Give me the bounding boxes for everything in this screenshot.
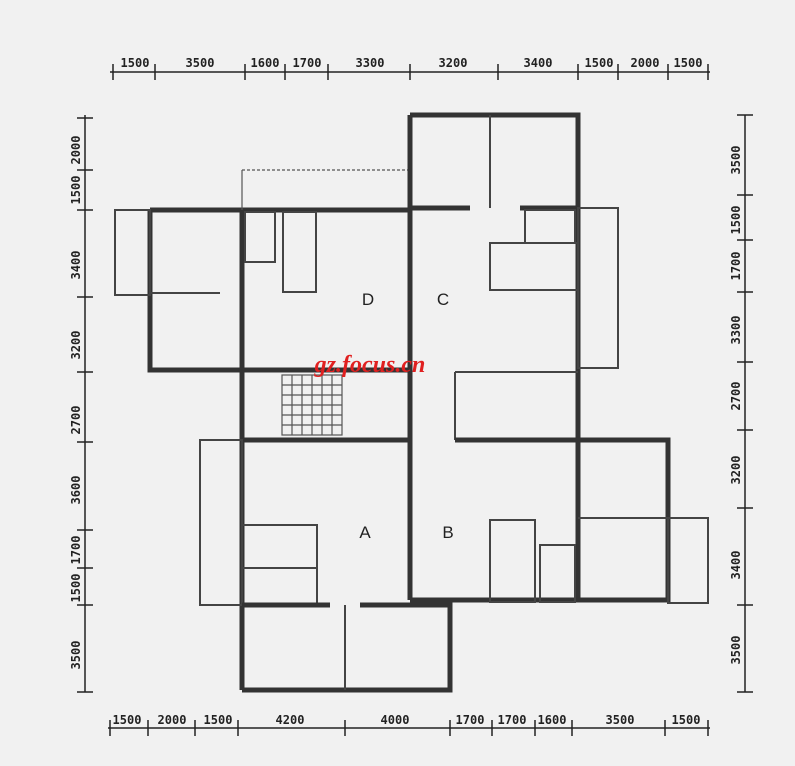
top-dimensions: 1500 3500 1600 1700 3300 3200 3400 1500 … <box>121 56 703 70</box>
dim-label: 3300 <box>356 56 385 70</box>
dim-label: 1500 <box>113 713 142 727</box>
unit-label-d: D <box>362 290 374 309</box>
dim-label: 3600 <box>69 476 83 505</box>
dim-label: 1500 <box>674 56 703 70</box>
dim-label: 1500 <box>585 56 614 70</box>
dim-label: 1600 <box>538 713 567 727</box>
dimension-ticks <box>77 64 753 736</box>
left-dimensions: 2000 1500 3400 3200 2700 3600 1700 1500 … <box>69 136 83 670</box>
unit-label-c: C <box>437 290 449 309</box>
dim-label: 3200 <box>439 56 468 70</box>
dim-label: 1700 <box>498 713 527 727</box>
dim-label: 3500 <box>69 641 83 670</box>
dim-label: 3500 <box>186 56 215 70</box>
dim-label: 1700 <box>729 252 743 281</box>
dim-label: 3500 <box>606 713 635 727</box>
dim-label: 1700 <box>293 56 322 70</box>
dim-label: 3400 <box>69 251 83 280</box>
dim-label: 3500 <box>729 146 743 175</box>
right-dimensions: 3500 1500 1700 3300 2700 3200 3400 3500 <box>729 146 743 665</box>
dim-label: 1500 <box>729 206 743 235</box>
dim-label: 3400 <box>729 551 743 580</box>
dim-label: 2000 <box>69 136 83 165</box>
dim-label: 2700 <box>729 382 743 411</box>
dim-label: 3200 <box>729 456 743 485</box>
watermark: gz.focus.cn <box>314 352 426 378</box>
dim-label: 3500 <box>729 636 743 665</box>
dim-label: 1500 <box>672 713 701 727</box>
dim-label: 2000 <box>158 713 187 727</box>
dim-label: 3400 <box>524 56 553 70</box>
dim-label: 2700 <box>69 406 83 435</box>
dim-label: 4000 <box>381 713 410 727</box>
dim-label: 4200 <box>276 713 305 727</box>
dim-label: 1500 <box>121 56 150 70</box>
dim-label: 3200 <box>69 331 83 360</box>
dim-label: 1700 <box>456 713 485 727</box>
unit-label-b: B <box>442 523 453 542</box>
bottom-dimensions: 1500 2000 1500 4200 4000 1700 1700 1600 … <box>113 713 701 727</box>
dimension-lines <box>84 71 746 729</box>
dim-label: 1500 <box>69 176 83 205</box>
dim-label: 1700 <box>69 536 83 565</box>
dim-label: 2000 <box>631 56 660 70</box>
dim-label: 3300 <box>729 316 743 345</box>
unit-label-a: A <box>359 523 371 542</box>
dim-label: 1500 <box>204 713 233 727</box>
staircase <box>281 374 343 436</box>
dim-label: 1500 <box>69 574 83 603</box>
walls <box>114 112 709 693</box>
dim-label: 1600 <box>251 56 280 70</box>
